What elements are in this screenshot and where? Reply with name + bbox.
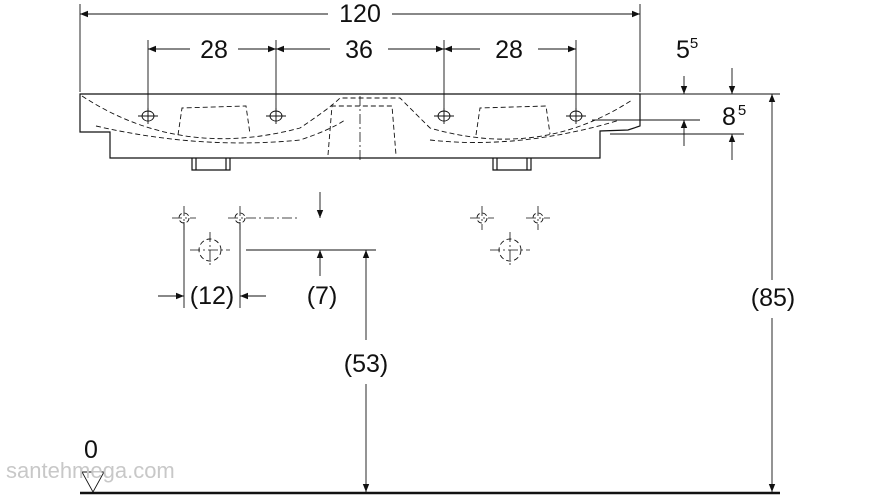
overall-width-label: 120 (339, 0, 381, 28)
drain-connection-right (490, 232, 530, 268)
right-drain-outlet (492, 158, 532, 171)
floor-level-icon (81, 471, 105, 493)
dimension-mount-spacing: (12) (158, 222, 266, 310)
tap-hole-4 (566, 108, 586, 124)
floor-reference: 0 (80, 436, 780, 495)
washbasin-outline (79, 93, 641, 171)
left-spacing-label: 28 (200, 36, 228, 64)
mount-point-2 (228, 206, 300, 230)
tap-hole-2 (266, 108, 286, 124)
dimension-rim-thickness: 55 (640, 35, 780, 95)
drain-height-label: (53) (344, 350, 388, 378)
watermark: santehmega.com (6, 458, 175, 483)
mount-offset-label: (7) (307, 282, 338, 310)
floor-level-label: 0 (84, 436, 98, 464)
total-height-label: (85) (751, 284, 795, 312)
dimension-overall-width: 120 (79, 0, 641, 92)
tap-hole-3 (434, 108, 454, 124)
tap-hole-1 (138, 108, 158, 124)
rim-thickness-label: 55 (676, 35, 698, 64)
mount-point-3 (470, 206, 494, 230)
tap-hole-markers (138, 108, 586, 124)
drain-connection-left (190, 232, 230, 268)
center-spacing-label: 36 (345, 36, 373, 64)
mount-spacing-label: (12) (190, 282, 234, 310)
dimension-mount-offset: (7) (246, 192, 376, 310)
right-spacing-label: 28 (495, 36, 523, 64)
left-drain-outlet (191, 158, 231, 171)
dimension-tap-spacing: 28 36 28 (147, 36, 577, 120)
mount-point-4 (526, 206, 550, 230)
dimension-drain-height: (53) (344, 250, 388, 492)
mounting-points (172, 206, 550, 268)
dimension-total-height: (85) (751, 94, 795, 492)
